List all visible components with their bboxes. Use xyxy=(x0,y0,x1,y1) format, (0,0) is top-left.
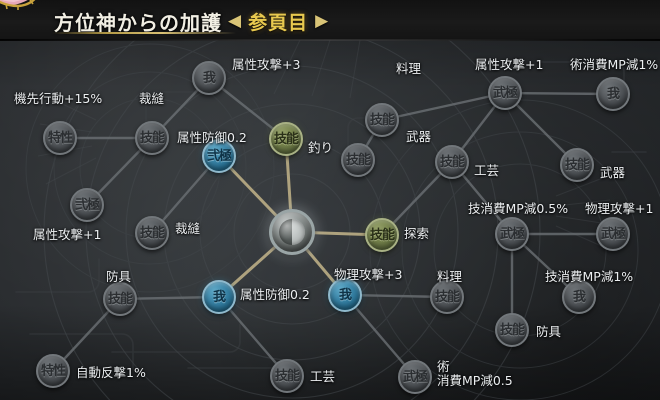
skill-node-n10[interactable]: 我 xyxy=(596,77,630,111)
skill-node-n18[interactable]: 技能 xyxy=(495,313,529,347)
skill-node-label-n13: 武器 xyxy=(600,165,626,180)
skill-node-n20[interactable]: 我 xyxy=(328,278,362,312)
page-number-label: 参頁目 xyxy=(248,12,309,34)
skill-node-label-n1: 機先行動+15% xyxy=(14,91,103,106)
title-bar-divider xyxy=(0,39,660,41)
skill-node-n4[interactable]: 技能 xyxy=(135,216,169,250)
page-navigator: ◀ 参頁目 ▶ xyxy=(228,8,328,35)
skill-node-label-n9: 属性攻撃+1 xyxy=(475,57,544,72)
skill-node-n6[interactable]: 弐極 xyxy=(202,139,236,173)
skill-node-label-n5: 属性攻撃+3 xyxy=(232,57,301,72)
next-page-icon[interactable]: ▶ xyxy=(315,11,329,31)
skill-node-n24[interactable]: 技能 xyxy=(103,282,137,316)
page-title: 方位神からの加護 xyxy=(54,11,222,35)
skill-node-n22[interactable]: 技能 xyxy=(270,359,304,393)
skill-node-n9[interactable]: 武極 xyxy=(488,76,522,110)
skill-node-n17[interactable]: 我 xyxy=(562,280,596,314)
skill-node-label-n23: 属性防御0.2 xyxy=(240,287,310,302)
skill-node-n15[interactable]: 武極 xyxy=(495,217,529,251)
skill-node-label-n25: 自動反撃1% xyxy=(76,365,146,380)
skill-node-n13[interactable]: 技能 xyxy=(560,148,594,182)
skill-node-label-n17: 技消費MP減1% xyxy=(545,269,634,284)
skill-edge xyxy=(380,91,507,122)
skill-node-label-n7: 釣り xyxy=(308,140,334,155)
skill-node-label-n10: 術消費MP減1% xyxy=(570,57,659,72)
skill-node-n21[interactable]: 武極 xyxy=(398,360,432,394)
skill-node-n5[interactable]: 我 xyxy=(192,61,226,95)
skill-node-label-n4: 裁縫 xyxy=(175,221,201,236)
skill-node-n23[interactable]: 我 xyxy=(202,280,236,314)
skill-node-label-n22: 工芸 xyxy=(310,369,336,384)
prev-page-icon[interactable]: ◀ xyxy=(228,11,242,31)
skill-node-n11[interactable]: 技能 xyxy=(435,145,469,179)
skill-node-n8[interactable]: 技能 xyxy=(365,103,399,137)
skill-node-label-n2: 裁縫 xyxy=(139,91,165,106)
skill-node-n25[interactable]: 特性 xyxy=(36,354,70,388)
skill-node-label-n16: 物理攻撃+1 xyxy=(585,201,654,216)
skill-node-label-n21: 術消費MP減0.5 xyxy=(437,359,513,388)
skill-node-label-n15: 技消費MP減0.5% xyxy=(468,201,569,216)
skill-node-n16[interactable]: 武極 xyxy=(596,217,630,251)
skill-node-n12[interactable]: 技能 xyxy=(341,143,375,177)
skill-node-n1[interactable]: 特性 xyxy=(43,121,77,155)
skill-edge xyxy=(503,91,615,96)
skill-node-label-n3: 属性攻撃+1 xyxy=(33,227,102,242)
skill-node-label-n18: 防具 xyxy=(536,324,562,339)
skill-node-n7[interactable]: 技能 xyxy=(269,122,303,156)
title-underline xyxy=(52,32,236,34)
skill-node-n3[interactable]: 弐極 xyxy=(70,188,104,222)
skill-node-core[interactable] xyxy=(269,209,315,255)
skill-node-n14[interactable]: 技能 xyxy=(365,218,399,252)
skill-node-label-n12: 武器 xyxy=(406,129,432,144)
skill-node-n2[interactable]: 技能 xyxy=(135,121,169,155)
skill-node-label-n11: 工芸 xyxy=(474,163,500,178)
skill-node-label-n8: 料理 xyxy=(396,61,422,76)
cherry-blossom-fan-ornament xyxy=(0,0,36,10)
skill-node-label-n14: 探索 xyxy=(404,226,430,241)
yin-yang-icon xyxy=(279,219,305,245)
skill-node-n19[interactable]: 技能 xyxy=(430,280,464,314)
